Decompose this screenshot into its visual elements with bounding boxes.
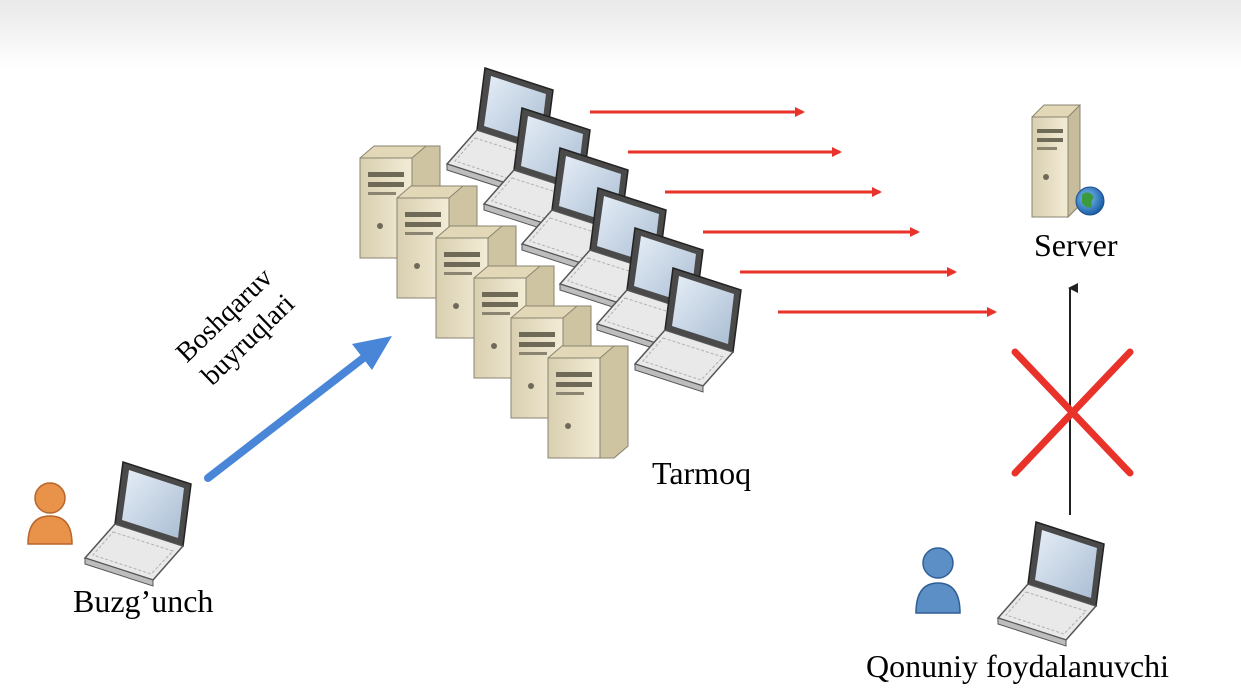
network-label: Tarmoq xyxy=(652,455,752,491)
botnet-laptops xyxy=(445,67,742,393)
laptop-icon xyxy=(996,521,1105,647)
server-label: Server xyxy=(1034,227,1118,263)
attacker-label: Buzg’unch xyxy=(73,583,214,619)
user-laptop-icon xyxy=(996,521,1105,647)
laptop-icon xyxy=(83,461,192,587)
botnet-servers xyxy=(359,145,629,459)
blocked-cross-icon xyxy=(1011,348,1134,477)
command-arrow xyxy=(204,336,392,482)
laptop-icon xyxy=(633,267,742,393)
web-server-icon xyxy=(1031,103,1105,219)
attacker-person-icon xyxy=(27,482,73,545)
legit-user-label: Qonuniy foydalanuvchi xyxy=(866,648,1170,684)
top-shade xyxy=(0,0,1241,70)
server-tower-icon xyxy=(547,345,629,459)
attacker-laptop-icon xyxy=(83,461,192,587)
user-person-icon xyxy=(915,547,961,614)
attack-arrows xyxy=(590,107,997,317)
